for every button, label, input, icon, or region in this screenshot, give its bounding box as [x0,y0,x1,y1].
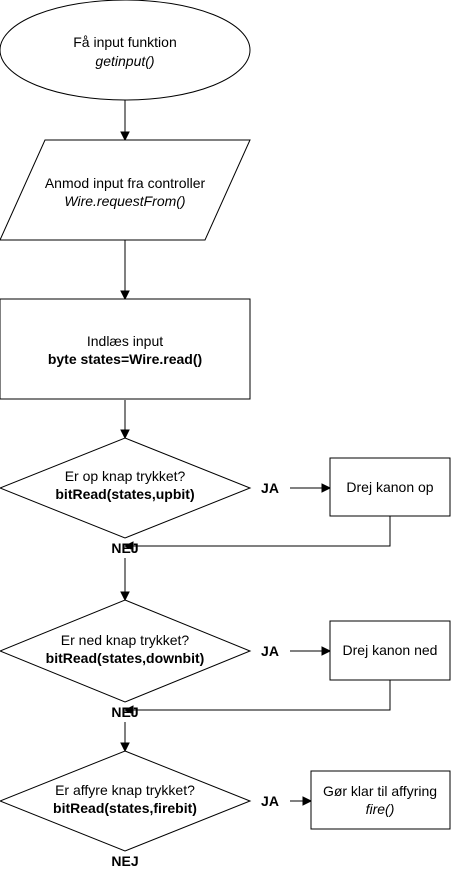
decision-node-2: Er ned knap trykket? bitRead(states,down… [0,599,252,703]
edge-action-2-return [123,680,391,715]
edge-decision-1-yes [290,483,332,493]
start-node: Få input funktion getinput() [0,0,251,101]
edge-decision-2-no [120,722,130,753]
edge-request-to-read [120,240,130,301]
read-title: Indlæs input [87,333,163,349]
decision-2-yes-label: JA [261,643,279,659]
decision-1-no-label: NEJ [111,540,138,556]
decision-3-yes-label: JA [261,793,279,809]
read-code: byte states=Wire.read() [48,351,202,367]
action-3-code: fire() [366,801,395,817]
start-title: Få input funktion [73,34,177,50]
action-1-title: Drej kanon op [346,479,433,495]
edge-decision-2-yes [290,646,332,656]
edge-start-to-request [120,100,130,142]
decision-node-3: Er affyre knap trykket? bitRead(states,f… [0,750,252,852]
edge-decision-3-yes [290,796,313,806]
decision-2-no-label: NEJ [111,704,138,720]
decision-node-1: Er op knap trykket? bitRead(states,upbit… [0,437,252,539]
edge-decision-1-no [120,558,130,602]
request-node: Anmod input fra controller Wire.requestF… [0,139,251,241]
action-node-3: Gør klar til affyring fire() [310,770,451,830]
edge-read-to-decision-1 [120,400,130,440]
action-node-1: Drej kanon op [329,457,451,517]
decision-1-yes-label: JA [261,480,279,496]
request-code: Wire.requestFrom() [64,193,185,209]
decision-3-no-label: NEJ [111,853,138,869]
start-code: getinput() [95,53,154,69]
action-2-title: Drej kanon ned [343,642,438,658]
decision-3-question: Er affyre knap trykket? [55,782,195,798]
action-node-2: Drej kanon ned [329,620,451,681]
decision-1-code: bitRead(states,upbit) [55,486,194,502]
decision-1-question: Er op knap trykket? [65,468,186,484]
read-node: Indlæs input byte states=Wire.read() [0,298,251,400]
edge-action-1-return [123,516,391,551]
request-title: Anmod input fra controller [45,175,206,191]
action-3-title: Gør klar til affyring [323,783,437,799]
decision-2-code: bitRead(states,downbit) [46,650,205,666]
decision-3-code: bitRead(states,firebit) [53,800,197,816]
decision-2-question: Er ned knap trykket? [61,632,190,648]
